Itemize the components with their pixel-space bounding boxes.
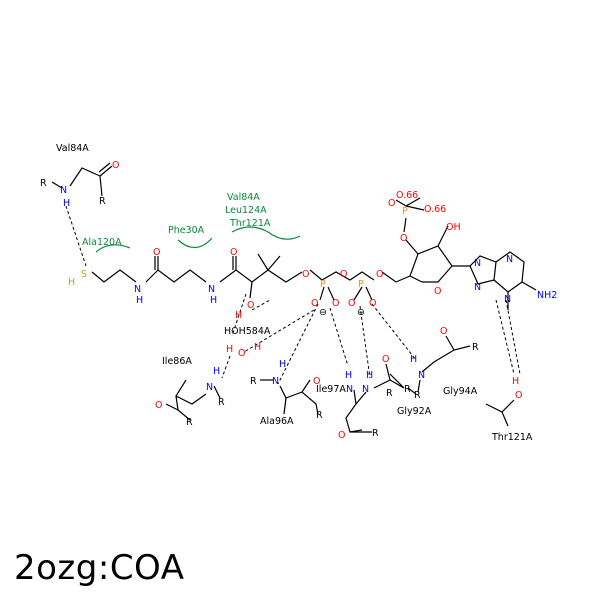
hydrophobic-arc-ala120 [95, 244, 131, 253]
atom-o: O [400, 233, 407, 244]
atom-o: O [440, 326, 447, 337]
residue-gly94a: Gly94A [443, 386, 478, 397]
atom-s: S [81, 269, 87, 280]
atom-h: H [410, 354, 417, 365]
atom-n: N [134, 284, 141, 295]
atom-h: H [136, 295, 143, 306]
atom-o: O [348, 298, 355, 309]
atom-h: H [68, 277, 75, 288]
hydrophobic-arc-phe30 [177, 237, 213, 249]
residue-thr121a-bottom: Thr121A [491, 432, 533, 443]
atom-o: O [112, 160, 119, 171]
atom-h: H [226, 344, 233, 355]
atom-h: H [235, 310, 242, 321]
atom-r: R [414, 390, 421, 401]
atom-o: O [382, 354, 389, 365]
hydrogen-bonds [65, 205, 521, 385]
atom-o: O [153, 247, 160, 258]
atom-o: O [376, 269, 383, 280]
atom-o-minus-66: O.66 [396, 190, 418, 201]
atom-n: N [474, 282, 481, 293]
atom-o: O [311, 298, 318, 309]
atom-r: R [186, 417, 193, 428]
atom-o: O [340, 269, 347, 280]
atom-o: O [515, 390, 522, 401]
atom-r: R [99, 196, 106, 207]
atom-r: R [386, 388, 393, 399]
atom-o: O [434, 286, 441, 297]
residue-phe30a: Phe30A [168, 225, 205, 236]
atom-n: N [418, 370, 425, 381]
atom-o: O [338, 430, 345, 441]
atom-r: R [40, 178, 47, 189]
atom-o: O [230, 247, 237, 258]
atom-o: O [155, 400, 162, 411]
atom-n: N [208, 284, 215, 295]
atom-o: O [313, 376, 320, 387]
atom-o: O [388, 198, 395, 209]
residue-val84a-top: Val84A [56, 143, 89, 154]
atom-r: R [404, 384, 411, 395]
atom-h: H [210, 295, 217, 306]
atom-o: O [247, 300, 254, 311]
residue-ile86a: Ile86A [162, 356, 192, 367]
atom-h: H [279, 359, 286, 370]
atom-h: H [512, 376, 519, 387]
atom-labels: R N H O R S H N H O N H O O H O H O H P … [40, 160, 557, 441]
charge-minus: ⊖ [319, 307, 327, 318]
atom-n: N [474, 258, 481, 269]
atom-oh: OH [446, 222, 461, 233]
atom-r: R [472, 342, 479, 353]
charge-minus: ⊖ [357, 307, 365, 318]
atom-h: H [63, 198, 70, 209]
atom-h: H [254, 342, 261, 353]
hydrophobic-arc-val84-leu124-thr121 [231, 226, 301, 240]
residue-gly92a: Gly92A [397, 406, 432, 417]
atom-n: N [206, 382, 213, 393]
residue-ala96a: Ala96A [260, 416, 294, 427]
atom-p: P [358, 279, 364, 290]
atom-o: O [302, 269, 309, 280]
hydrophobic-contacts [95, 226, 301, 253]
residue-ile97a: Ile97A [316, 384, 346, 395]
atom-h: H [366, 370, 373, 381]
residue-val84a: Val84A [227, 192, 260, 203]
atom-n: N [506, 254, 513, 265]
atom-r: R [372, 428, 379, 439]
atom-h: H [345, 370, 352, 381]
atom-p: P [320, 279, 326, 290]
residue-hoh584a: HOH584A [224, 326, 271, 337]
atom-p: P [402, 206, 408, 217]
atom-r: R [218, 397, 225, 408]
atom-o-minus-66: O.66 [424, 204, 446, 215]
atom-h: H [213, 366, 220, 377]
residue-thr121a: Thr121A [229, 218, 271, 229]
atom-o: O [238, 348, 245, 359]
residue-ala120a: Ala120A [82, 237, 122, 248]
atom-n: N [362, 384, 369, 395]
residue-labels: Val84A Ala120A Phe30A Val84A Leu124A Thr… [56, 143, 533, 443]
atom-n: N [272, 376, 279, 387]
residue-leu124a: Leu124A [225, 205, 267, 216]
atom-o: O [332, 298, 339, 309]
molecule-bonds [51, 162, 537, 433]
atom-r: R [250, 376, 257, 387]
atom-n: N [504, 294, 511, 305]
atom-n: N [346, 384, 353, 395]
ligand-title: 2ozg:COA [14, 548, 185, 588]
atom-o: O [369, 298, 376, 309]
atom-n: N [60, 185, 67, 196]
atom-nh2: NH2 [537, 290, 557, 301]
atom-r: R [316, 410, 323, 421]
